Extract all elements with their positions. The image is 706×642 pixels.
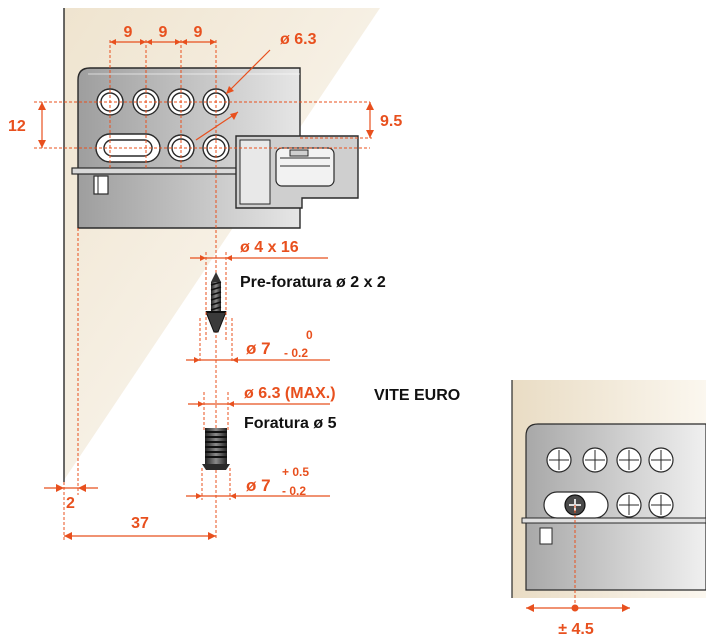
hole-diameter-leader xyxy=(195,49,271,141)
euro-screw-name: VITE EURO xyxy=(374,387,460,404)
axis-distance-dimension xyxy=(63,482,216,542)
euro-drill-label: Foratura ø 5 xyxy=(244,415,337,432)
offset-label: 9.5 xyxy=(380,113,402,130)
hole-centerlines xyxy=(34,40,370,170)
wood-screw-head-tol-lower: - 0.2 xyxy=(284,346,308,360)
pitch-dimension-line xyxy=(110,39,216,45)
vertical-spacing-dimension xyxy=(38,102,46,148)
euro-screw-head-tol-upper: + 0.5 xyxy=(282,465,309,479)
pitch-label-2: 9 xyxy=(159,24,168,41)
edge-distance-label: 2 xyxy=(66,495,75,512)
axis-distance-label: 37 xyxy=(131,515,149,532)
hole-diameter-label: ø 6.3 xyxy=(280,31,317,48)
adjustment-screw-icon xyxy=(564,494,586,516)
edge-distance-dimension xyxy=(44,484,98,492)
pitch-label-1: 9 xyxy=(124,24,133,41)
euro-screw-icon xyxy=(202,428,230,470)
wood-screw-icon xyxy=(205,272,227,333)
wood-screw-head-label: ø 7 xyxy=(246,339,271,358)
wood-screw-head-tol-upper: 0 xyxy=(306,328,313,342)
euro-screw-head-tol-lower: - 0.2 xyxy=(282,484,306,498)
euro-screw-head-dimension xyxy=(186,468,330,500)
euro-screw-spec: ø 6.3 (MAX.) xyxy=(244,385,336,402)
slot-adjustment-label: ± 4.5 xyxy=(558,621,594,638)
wood-screw-head-dimension xyxy=(186,318,330,363)
offset-dimension xyxy=(300,102,374,139)
predrill-label: Pre-foratura ø 2 x 2 xyxy=(240,274,386,291)
euro-screw-head-label: ø 7 xyxy=(246,476,271,495)
vertical-spacing-label: 12 xyxy=(8,118,26,135)
inset-adjustment-view xyxy=(511,380,706,612)
euro-screw-spec-dimension xyxy=(188,392,330,430)
pitch-label-3: 9 xyxy=(194,24,203,41)
wood-screw-spec-dimension xyxy=(190,252,328,340)
wood-screw-spec: ø 4 x 16 xyxy=(240,239,299,256)
